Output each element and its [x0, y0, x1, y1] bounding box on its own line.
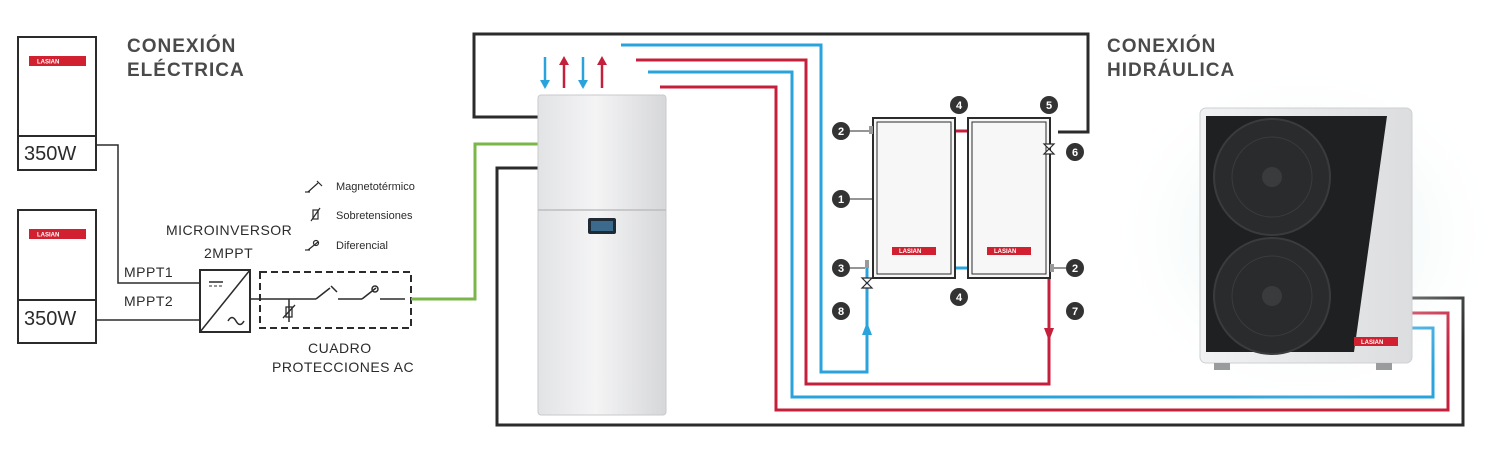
ac-feed-line	[411, 142, 540, 301]
protections-legend: Magnetotérmico Sobretensiones Diferencia…	[305, 180, 415, 252]
surge-protector-icon	[310, 207, 321, 222]
fan-icon	[1213, 118, 1331, 236]
hydraulic-heading-line2: HIDRÁULICA	[1107, 59, 1235, 81]
differential-switch-icon	[361, 285, 379, 300]
svg-text:1: 1	[838, 194, 844, 206]
dc-wiring	[96, 144, 200, 321]
outdoor-unit-brand: LASIAN	[1361, 340, 1383, 346]
svg-text:4: 4	[956, 100, 963, 112]
svg-text:3: 3	[838, 263, 844, 275]
pv-panel-2-brand: LASIAN	[37, 233, 59, 239]
lasian-logo	[987, 247, 1031, 255]
sensor-stub	[1050, 264, 1054, 272]
surge-protector-icon	[282, 304, 296, 319]
solar-collector-right: LASIAN	[967, 117, 1051, 279]
marker-4-top: 4	[950, 96, 968, 114]
pv-panel-1-power: 350W	[24, 143, 76, 165]
svg-text:2: 2	[838, 126, 844, 138]
ac-protections-box	[259, 271, 412, 329]
circuit-breaker-icon	[305, 180, 323, 193]
lasian-logo	[892, 247, 936, 255]
pv-panel-1-brand: LASIAN	[37, 60, 59, 66]
fan-icon	[1213, 237, 1331, 355]
microinverter-model: 2MPPT	[204, 245, 253, 261]
circuit-breaker-icon	[315, 285, 338, 300]
svg-text:4: 4	[956, 292, 963, 304]
marker-8: 8	[832, 302, 850, 320]
microinverter	[199, 269, 251, 333]
protections-title-line1: CUADRO	[308, 340, 372, 356]
hydraulic-heading-line1: CONEXIÓN	[1107, 35, 1216, 57]
legend-label-breaker: Magnetotérmico	[336, 181, 415, 193]
marker-2-top: 2	[832, 122, 850, 140]
marker-4-bottom: 4	[950, 288, 968, 306]
microinverter-title: MICROINVERSOR	[166, 222, 292, 238]
svg-text:6: 6	[1072, 147, 1078, 159]
indoor-tank-unit	[537, 94, 667, 416]
legend-label-differential: Diferencial	[336, 240, 388, 252]
svg-text:2: 2	[1072, 263, 1078, 275]
svg-text:8: 8	[838, 306, 844, 318]
legend-label-surge: Sobretensiones	[336, 210, 413, 222]
marker-2-bottom: 2	[1066, 259, 1084, 277]
flow-arrow-up	[862, 322, 872, 335]
pv-panel-1: LASIAN 350W	[17, 36, 97, 171]
valve-icon	[860, 143, 1056, 289]
svg-text:7: 7	[1072, 306, 1078, 318]
lasian-logo	[1354, 337, 1398, 346]
marker-5: 5	[1040, 96, 1058, 114]
marker-6: 6	[1066, 143, 1084, 161]
component-markers: 1 2 2 3 4 4 5 6 7 8	[832, 96, 1084, 320]
tank-connection-arrows	[540, 56, 607, 89]
solar-collector-left: LASIAN	[872, 117, 956, 279]
sensor-stub	[865, 260, 869, 268]
collector-left-brand: LASIAN	[899, 249, 921, 255]
mppt1-label: MPPT1	[124, 264, 173, 280]
differential-switch-icon	[305, 239, 320, 251]
mppt2-label: MPPT2	[124, 293, 173, 309]
collector-right-brand: LASIAN	[994, 249, 1016, 255]
control-loop-top	[472, 32, 1090, 134]
lasian-logo	[29, 56, 86, 66]
flow-arrow-down	[1044, 328, 1054, 341]
sensor-stub	[869, 126, 873, 134]
svg-text:5: 5	[1046, 100, 1052, 112]
pv-panel-2-power: 350W	[24, 308, 76, 330]
marker-3: 3	[832, 259, 850, 277]
ac-wave-icon	[227, 316, 245, 326]
pv-panel-2: LASIAN 350W	[17, 209, 97, 344]
electrical-heading-line2: ELÉCTRICA	[127, 59, 245, 81]
marker-7: 7	[1066, 302, 1084, 320]
marker-1: 1	[832, 190, 850, 208]
outdoor-heat-pump-unit: LASIAN	[1105, 60, 1493, 410]
lasian-logo	[29, 229, 86, 239]
electrical-heading-line1: CONEXIÓN	[127, 35, 236, 57]
protections-title-line2: PROTECCIONES AC	[272, 359, 414, 375]
